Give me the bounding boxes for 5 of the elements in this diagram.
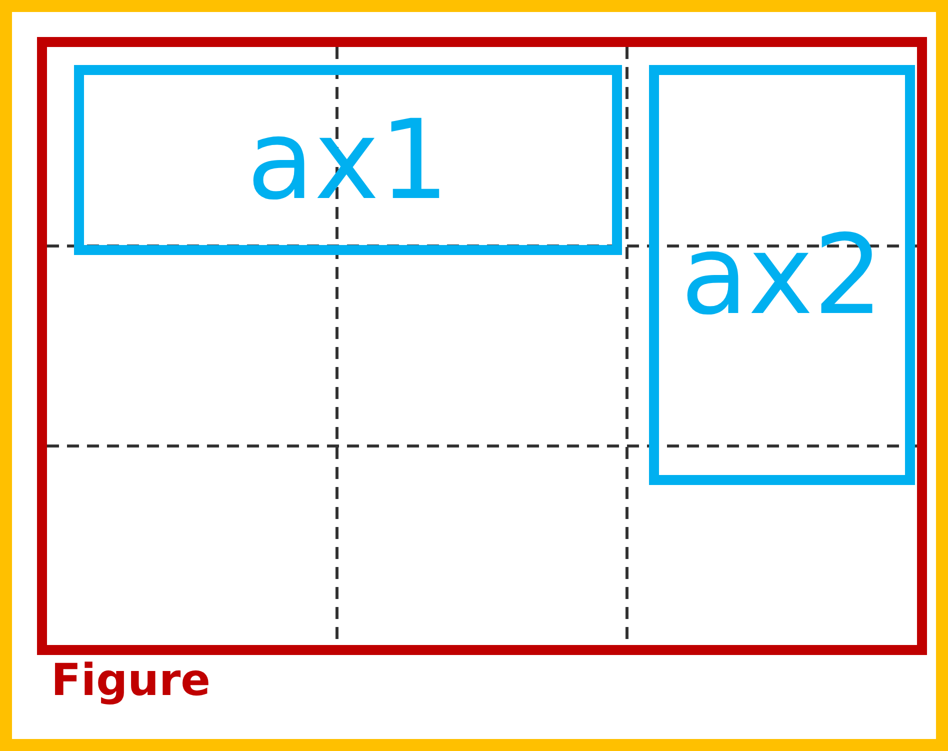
figure-title: Figure [51,657,210,706]
axes-box [649,65,915,485]
axes-label: ax1 [246,105,450,215]
axes-label: ax2 [680,220,884,330]
axes-box [74,65,622,255]
